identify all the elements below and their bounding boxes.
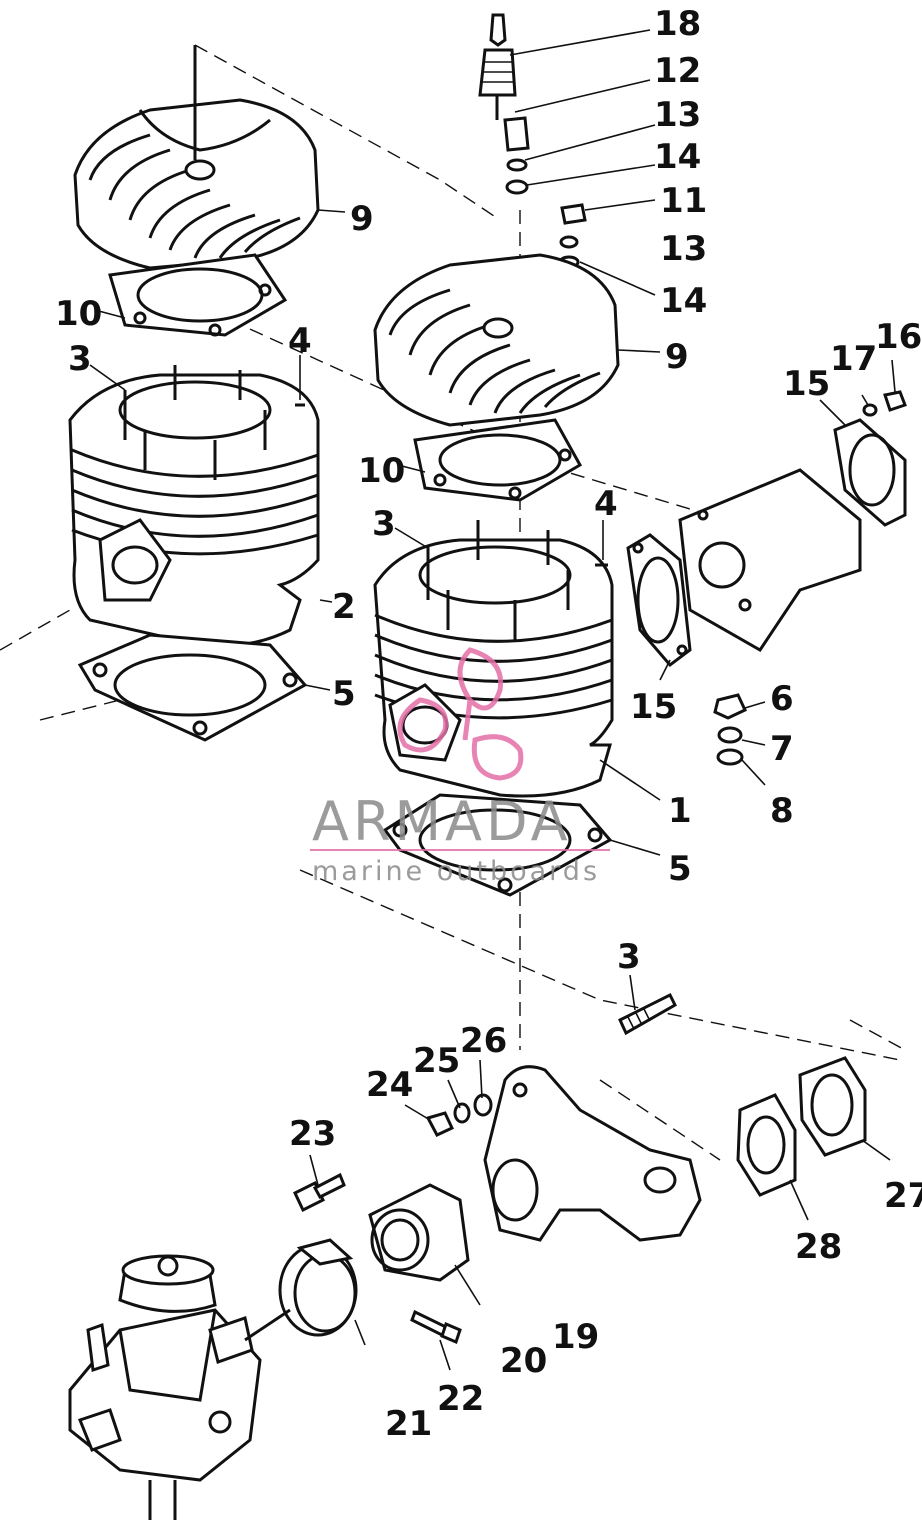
- callout-4: 4: [288, 321, 312, 361]
- head-nut-washers: [558, 203, 587, 269]
- watermark-tagline: marine outboards: [312, 856, 600, 887]
- cylinder-left: [68, 365, 320, 648]
- callout-5: 5: [332, 674, 356, 714]
- exhaust-manifold: [678, 390, 907, 652]
- armada-logo-mark: [397, 647, 524, 781]
- head-gasket-right: [413, 418, 583, 502]
- callout-24: 24: [366, 1065, 413, 1105]
- callout-12: 12: [654, 51, 701, 91]
- callout-13: 13: [660, 229, 707, 269]
- callout-28: 28: [795, 1227, 842, 1267]
- callout-16: 16: [875, 317, 922, 357]
- callout-14: 14: [660, 281, 707, 321]
- callout-27: 27: [884, 1176, 922, 1216]
- callout-8: 8: [770, 791, 794, 831]
- callout-4: 4: [594, 484, 618, 524]
- callout-9: 9: [350, 199, 374, 239]
- clamp-screw: [410, 1309, 462, 1345]
- intake-manifold: [483, 1065, 702, 1242]
- intake-gaskets: [736, 1056, 867, 1197]
- callout-1: 1: [668, 791, 692, 831]
- stud: [618, 992, 677, 1036]
- spark-plug: [478, 13, 530, 195]
- intake-nut-washers: [425, 1093, 493, 1137]
- callout-labels: 18 12 13 14 11 13 14 9 9 10 10 3 4 3 4 2…: [55, 4, 922, 1444]
- watermark: ARMADA marine outboards: [310, 647, 610, 887]
- cylinder-head-left: [73, 45, 320, 270]
- head-gasket-left: [108, 253, 288, 337]
- bolt-long: [293, 1172, 346, 1213]
- callout-14: 14: [654, 137, 701, 177]
- callout-6: 6: [770, 679, 794, 719]
- callout-19: 19: [552, 1317, 599, 1357]
- callout-3: 3: [68, 339, 92, 379]
- callout-10: 10: [55, 294, 102, 334]
- callout-18: 18: [654, 4, 701, 44]
- callout-25: 25: [413, 1041, 460, 1081]
- callout-13: 13: [654, 95, 701, 135]
- nut-washer-set: [713, 693, 747, 766]
- intake-adaptor: [368, 1183, 470, 1282]
- exhaust-gasket-middle: [626, 533, 692, 668]
- callout-15: 15: [630, 687, 677, 727]
- base-gasket-left: [77, 633, 308, 742]
- cylinder-head-right: [373, 253, 620, 427]
- callout-2: 2: [332, 587, 356, 627]
- callout-9: 9: [665, 337, 689, 377]
- callout-26: 26: [460, 1021, 507, 1061]
- cylinder-right: [373, 520, 614, 798]
- callout-23: 23: [289, 1114, 336, 1154]
- callout-7: 7: [770, 729, 794, 769]
- callout-20: 20: [500, 1341, 547, 1381]
- callout-5: 5: [668, 849, 692, 889]
- callout-22: 22: [437, 1379, 484, 1419]
- watermark-brand: ARMADA: [312, 790, 572, 853]
- callout-15: 15: [783, 364, 830, 404]
- callout-10: 10: [358, 451, 405, 491]
- carburetor: [68, 1254, 291, 1520]
- callout-17: 17: [830, 339, 877, 379]
- hose-clamp: [278, 1238, 358, 1337]
- callout-11: 11: [660, 181, 707, 221]
- leader-lines: [89, 29, 896, 1371]
- callout-21: 21: [385, 1404, 432, 1444]
- callout-3: 3: [372, 504, 396, 544]
- callout-3: 3: [617, 937, 641, 977]
